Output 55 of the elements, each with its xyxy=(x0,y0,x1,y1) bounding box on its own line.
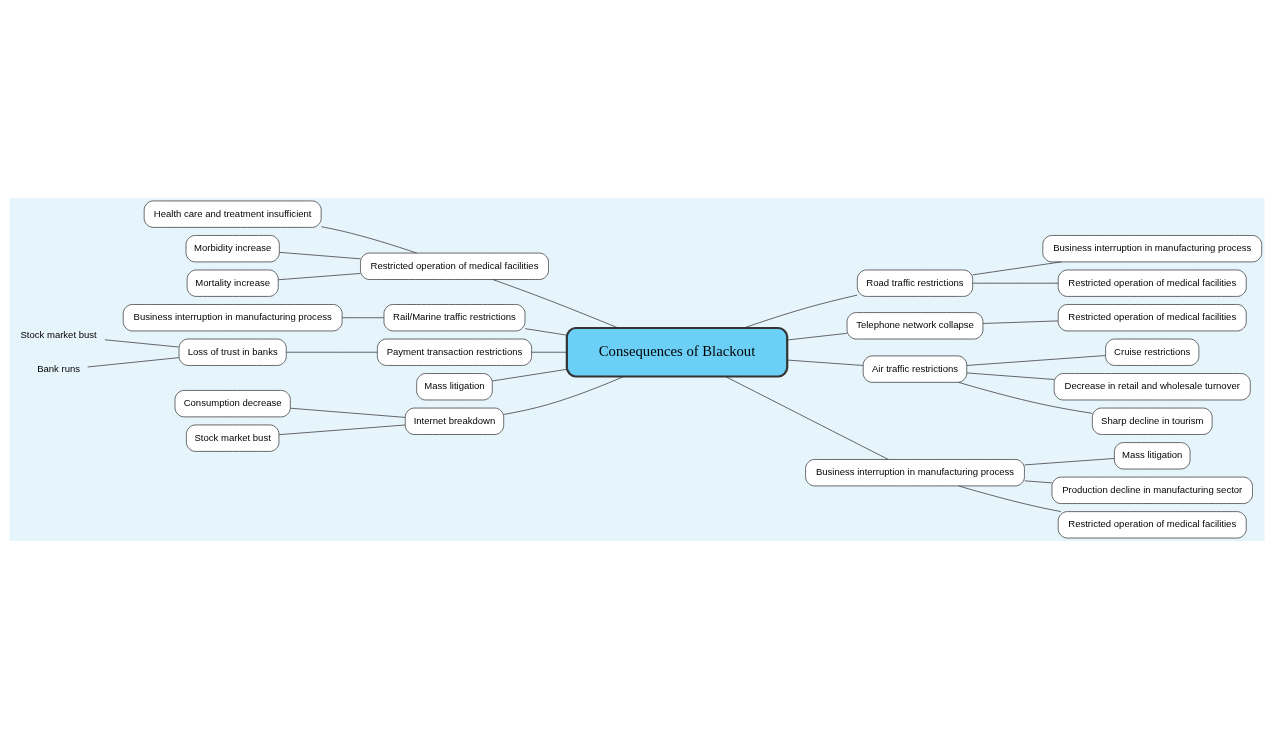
node-box: Stock market bust xyxy=(186,424,280,452)
connector xyxy=(341,317,385,319)
node-box: Payment transaction restrictions xyxy=(377,338,532,366)
node-box: Air traffic restrictions xyxy=(862,355,968,383)
connector xyxy=(787,359,864,366)
connector xyxy=(743,294,858,329)
node-box: Cruise restrictions xyxy=(1105,338,1200,366)
node-box: Consequences of Blackout xyxy=(565,326,789,378)
node-box: Consumption decrease xyxy=(174,390,291,418)
node-box: Mass litigation xyxy=(1114,442,1191,470)
connector xyxy=(87,357,180,368)
connector xyxy=(503,376,625,415)
node-box: Restricted operation of medical facilities xyxy=(1057,511,1247,539)
connector xyxy=(524,328,568,336)
node-box: Mass litigation xyxy=(416,373,493,401)
node-box: Rail/Marine traffic restrictions xyxy=(383,304,526,332)
connector xyxy=(492,279,619,329)
connector xyxy=(787,332,848,341)
node-box: Mortality increase xyxy=(186,269,279,297)
node-box: Restricted operation of medical facilities xyxy=(360,252,549,280)
node-box: Decrease in retail and wholesale turnover xyxy=(1053,373,1251,401)
connector xyxy=(1024,480,1053,484)
node-box: Business interruption in manufacturing process xyxy=(805,459,1025,487)
connector xyxy=(725,376,889,460)
connector xyxy=(321,226,418,254)
connector xyxy=(972,282,1059,284)
connector xyxy=(966,372,1055,380)
node-text: Bank runs xyxy=(37,363,81,375)
connector xyxy=(278,424,406,436)
node-box: Production decline in manufacturing sector xyxy=(1051,476,1253,504)
connector xyxy=(492,368,568,382)
node-box: Loss of trust in banks xyxy=(178,338,287,366)
connector xyxy=(277,273,361,281)
connector xyxy=(290,407,406,418)
connector xyxy=(104,339,180,348)
node-box: Telephone network collapse xyxy=(846,312,984,340)
node-box: Business interruption in manufacturing process xyxy=(122,304,343,332)
connector xyxy=(958,382,1093,414)
connector xyxy=(1024,458,1115,466)
node-box: Restricted operation of medical facilities xyxy=(1057,269,1247,297)
node-box: Business interruption in manufacturing process xyxy=(1042,235,1263,263)
connector xyxy=(972,261,1062,276)
connector xyxy=(531,351,568,353)
node-text: Stock market bust xyxy=(20,328,97,340)
connector xyxy=(278,252,361,260)
connector xyxy=(958,485,1062,512)
node-box: Restricted operation of medical facilities xyxy=(1057,304,1247,332)
node-box: Internet breakdown xyxy=(404,407,505,435)
node-box: Sharp decline in tourism xyxy=(1092,407,1213,435)
connector xyxy=(966,355,1106,366)
node-box: Road traffic restrictions xyxy=(856,269,974,297)
node-box: Morbidity increase xyxy=(185,235,280,263)
connector xyxy=(982,320,1059,324)
node-box: Health care and treatment insufficient xyxy=(143,200,322,228)
connector xyxy=(286,351,378,353)
